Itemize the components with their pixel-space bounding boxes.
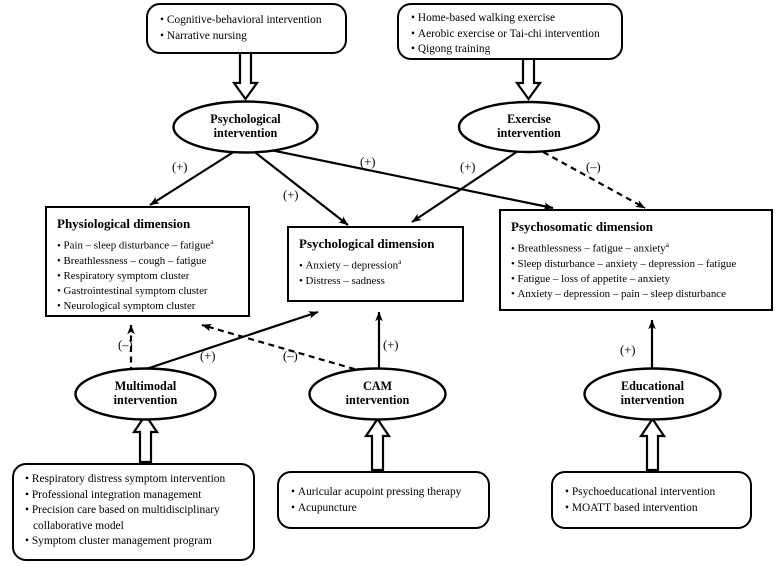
educational-source-box[interactable]: Psychoeducational intervention MOATT bas… xyxy=(551,471,752,529)
list-item: Respiratory distress symptom interventio… xyxy=(25,472,245,487)
block-arrow-educational-source-to-educational xyxy=(638,417,667,472)
edge-multimodal-to-psychological-dimension xyxy=(133,310,319,375)
cam-source-list: Auricular acupoint pressing therapy Acup… xyxy=(291,485,480,515)
block-arrow-exercise-to-exercise-intervention xyxy=(514,56,543,101)
list-item: Pain – sleep disturbance – fatiguea xyxy=(57,235,240,253)
edge-psychological-to-psychosomatic xyxy=(250,144,554,210)
edge-psychological-to-psychological-dimension xyxy=(246,145,349,226)
list-item: Neurological symptom cluster xyxy=(57,299,240,313)
multimodal-source-list: Respiratory distress symptom interventio… xyxy=(25,472,245,549)
list-item: Breathlessness – cough – fatigue xyxy=(57,254,240,268)
ellipse-educational-intervention[interactable] xyxy=(583,367,722,421)
edge-sign-psy-to-psychosom: (+) xyxy=(360,155,376,169)
psychosomatic-dimension-list: Breathlessness – fatigue – anxietya Slee… xyxy=(511,238,765,301)
ellipse-cam-intervention[interactable] xyxy=(308,367,447,421)
cam-source-box[interactable]: Auricular acupoint pressing therapy Acup… xyxy=(277,471,490,529)
list-item: Breathlessness – fatigue – anxietya xyxy=(511,238,765,256)
list-item: Anxiety – depression – pain – sleep dist… xyxy=(511,287,765,301)
ellipse-psychological-intervention[interactable] xyxy=(172,100,319,154)
ellipse-exercise-intervention[interactable] xyxy=(457,100,601,154)
edge-sign-multi-to-psychdim: (+) xyxy=(200,349,216,363)
list-item: Respiratory symptom cluster xyxy=(57,269,240,283)
edge-exercise-to-psychological-dimension xyxy=(411,146,525,223)
edge-psychological-to-physiological xyxy=(149,145,244,206)
footnote-marker: a xyxy=(665,240,670,249)
multimodal-source-box[interactable]: Respiratory distress symptom interventio… xyxy=(12,463,255,561)
physiological-dimension-title: Physiological dimension xyxy=(57,216,191,231)
block-arrow-multimodal-source-to-multimodal xyxy=(131,413,160,464)
list-item: Psychoeducational intervention xyxy=(565,485,742,500)
list-item: Sleep disturbance – anxiety – depression… xyxy=(511,257,765,271)
exercise-source-box[interactable]: Home-based walking exercise Aerobic exer… xyxy=(397,3,623,60)
block-arrow-cbt-to-psychological xyxy=(231,50,260,101)
edge-sign-exe-to-psychosom: (–) xyxy=(586,160,601,174)
physiological-dimension-list: Pain – sleep disturbance – fatiguea Brea… xyxy=(57,235,240,314)
psychosomatic-dimension-title: Psychosomatic dimension xyxy=(511,219,653,234)
edge-sign-edu-to-psychosom: (+) xyxy=(620,343,636,357)
list-item: Gastrointestinal symptom cluster xyxy=(57,284,240,298)
psychological-dimension-box[interactable]: Psychological dimension Anxiety – depres… xyxy=(287,226,464,302)
psychological-source-list: Cognitive-behavioral intervention Narrat… xyxy=(160,13,335,43)
edge-sign-psy-to-physio: (+) xyxy=(172,160,188,174)
list-item: Symptom cluster management program xyxy=(25,534,245,549)
physiological-dimension-box[interactable]: Physiological dimension Pain – sleep dis… xyxy=(45,206,250,317)
psychological-source-box[interactable]: Cognitive-behavioral intervention Narrat… xyxy=(146,3,347,54)
edge-sign-multi-to-physio: (–) xyxy=(118,338,133,352)
list-item: Acupuncture xyxy=(291,501,480,516)
psychosomatic-dimension-box[interactable]: Psychosomatic dimension Breathlessness –… xyxy=(499,209,773,311)
edge-sign-psy-to-psychdim: (+) xyxy=(283,188,299,202)
exercise-source-list: Home-based walking exercise Aerobic exer… xyxy=(411,11,613,57)
list-item: Precision care based on multidisciplinar… xyxy=(25,503,245,518)
list-item: Auricular acupoint pressing therapy xyxy=(291,485,480,500)
edge-sign-cam-to-psychdim: (+) xyxy=(383,338,399,352)
list-item: Qigong training xyxy=(411,42,613,57)
list-item: Narrative nursing xyxy=(160,29,335,44)
ellipse-multimodal-intervention[interactable] xyxy=(74,367,217,421)
footnote-marker: a xyxy=(398,257,402,266)
list-item: MOATT based intervention xyxy=(565,501,742,516)
edge-sign-cam-to-physio: (–) xyxy=(283,349,298,363)
list-item: Distress – sadness xyxy=(299,274,454,288)
list-item-continuation: collaborative model xyxy=(33,519,124,532)
edge-sign-exe-to-psychdim: (+) xyxy=(460,160,476,174)
list-item: Fatigue – loss of appetite – anxiety xyxy=(511,272,765,286)
educational-source-list: Psychoeducational intervention MOATT bas… xyxy=(565,485,742,515)
psychological-dimension-title: Psychological dimension xyxy=(299,236,435,251)
psychological-dimension-list: Anxiety – depressiona Distress – sadness xyxy=(299,255,454,288)
edge-cam-to-physiological xyxy=(201,323,376,377)
list-item: Professional integration management xyxy=(25,488,245,503)
list-item: Cognitive-behavioral intervention xyxy=(160,13,335,28)
footnote-marker: a xyxy=(210,237,214,246)
block-arrow-cam-source-to-cam xyxy=(363,417,392,472)
list-item: Home-based walking exercise xyxy=(411,11,613,26)
list-item: Anxiety – depressiona xyxy=(299,255,454,273)
edge-exercise-to-psychosomatic xyxy=(533,146,646,209)
list-item: Aerobic exercise or Tai-chi intervention xyxy=(411,27,613,42)
